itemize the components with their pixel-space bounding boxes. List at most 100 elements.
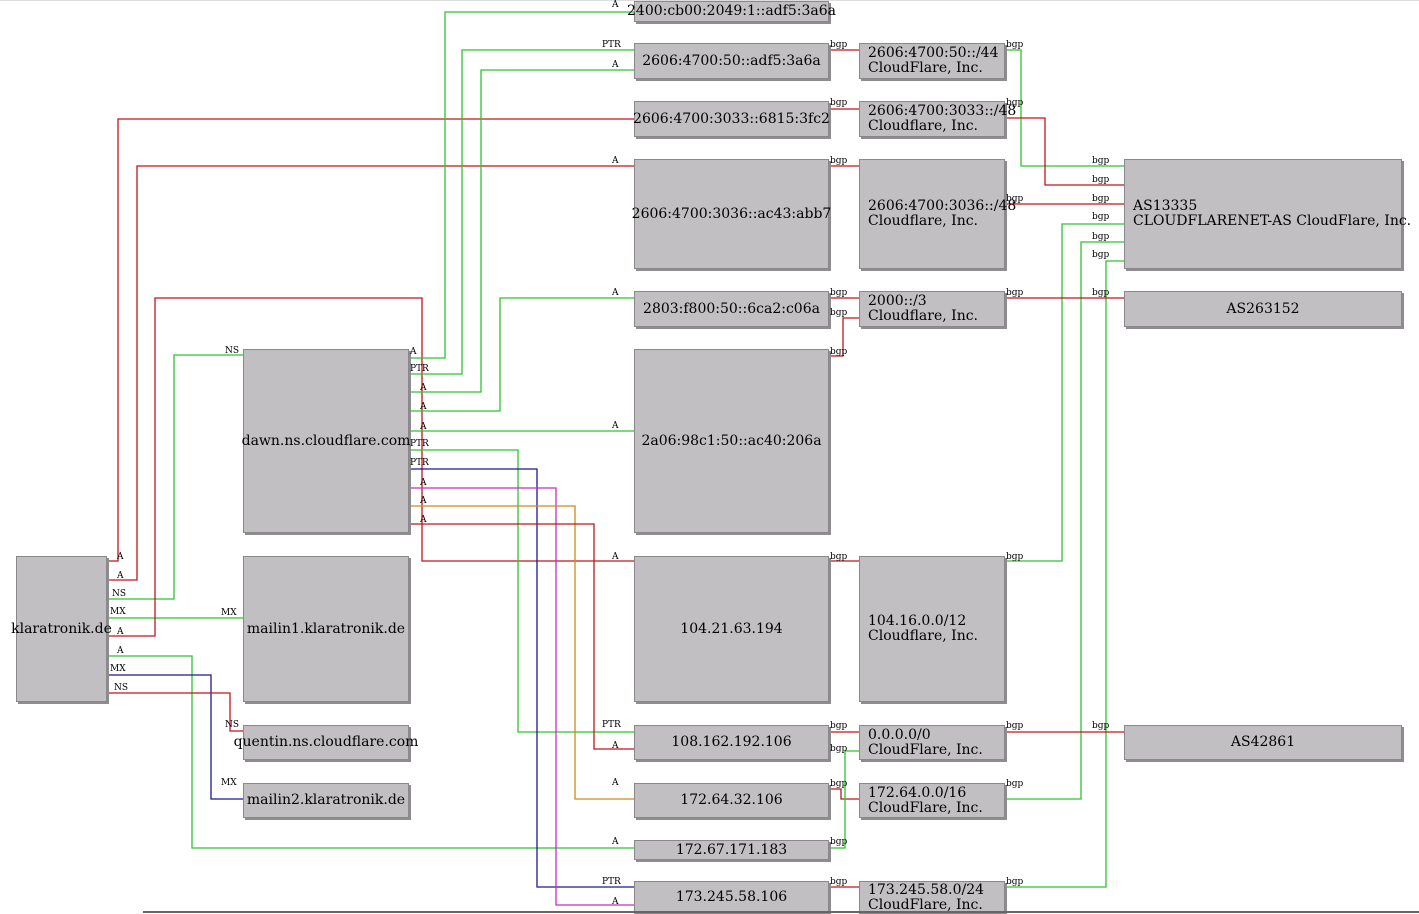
node-ip-2606-3036[interactable]: 2606:4700:3036::ac43:abb7 xyxy=(632,159,831,269)
edge-label: A xyxy=(612,897,619,907)
edge-klaratronik-to-ip-104 xyxy=(107,297,634,637)
node-ip-173[interactable]: 173.245.58.106 xyxy=(634,881,829,914)
edge-label: bgp xyxy=(1092,194,1110,204)
node-ip-172-67[interactable]: 172.67.171.183 xyxy=(634,840,829,860)
node-ip-104[interactable]: 104.21.63.194 xyxy=(634,556,829,702)
edge-label: A xyxy=(420,402,427,412)
node-label: 2606:4700:50::/44 xyxy=(868,45,999,61)
edge-label: NS xyxy=(112,589,127,599)
edge-label: bgp xyxy=(830,721,848,731)
node-text: 2606:4700:50::adf5:3a6a xyxy=(642,52,821,69)
edge-net-172-64-to-as13335 xyxy=(1005,241,1124,800)
edge-label: PTR xyxy=(410,458,429,468)
node-mailin2[interactable]: mailin2.klaratronik.de xyxy=(243,783,409,818)
edge-ip-172-67-to-net-172-64 xyxy=(829,750,859,849)
edge-label: bgp xyxy=(1092,175,1110,185)
edge-label: A xyxy=(612,156,619,166)
node-label: 104.16.0.0/12 xyxy=(868,613,967,629)
edge-label: bgp xyxy=(1092,232,1110,242)
edge-ip-2a06-to-net-2000 xyxy=(829,317,859,357)
edge-label: A xyxy=(410,347,417,357)
node-sublabel: Cloudflare, Inc. xyxy=(868,118,978,134)
node-text: 2a06:98c1:50::ac40:206a xyxy=(641,433,821,449)
node-label: quentin.ns.cloudflare.com xyxy=(233,734,419,750)
node-ip-108[interactable]: 108.162.192.106 xyxy=(634,725,829,760)
edge-label: PTR xyxy=(602,40,621,50)
node-klaratronik[interactable]: klaratronik.de xyxy=(11,556,112,702)
node-quentin[interactable]: quentin.ns.cloudflare.com xyxy=(234,725,418,760)
node-ip-2400[interactable]: 2400:cb00:2049:1::adf5:3a6a xyxy=(627,1,836,22)
node-label: 104.21.63.194 xyxy=(680,620,783,637)
node-ip-2a06[interactable]: 2a06:98c1:50::ac40:206a xyxy=(634,349,829,533)
node-label: 173.245.58.0/24 xyxy=(868,881,985,898)
node-sublabel: Cloudflare, Inc. xyxy=(868,308,978,324)
edge-label: bgp xyxy=(830,877,848,887)
node-text: quentin.ns.cloudflare.com xyxy=(234,735,419,750)
node-as263152[interactable]: AS263152 xyxy=(1124,291,1402,327)
edge-label: MX xyxy=(110,664,126,674)
node-dawn[interactable]: dawn.ns.cloudflare.com xyxy=(242,349,411,533)
node-text: 104.21.63.194 xyxy=(680,620,783,637)
node-ip-2606-3033[interactable]: 2606:4700:3033::6815:3fc2 xyxy=(633,101,830,137)
node-mailin1[interactable]: mailin1.klaratronik.de xyxy=(243,556,409,702)
edge-label: A xyxy=(420,383,427,393)
node-label: 2606:4700:3033::/48 xyxy=(868,103,1017,119)
node-sublabel: Cloudflare, Inc. xyxy=(868,213,978,229)
edge-label: bgp xyxy=(1092,156,1110,166)
node-ip-2606-50[interactable]: 2606:4700:50::adf5:3a6a xyxy=(634,43,829,79)
edge-label: A xyxy=(420,515,427,525)
edge-label: bgp xyxy=(1092,288,1110,298)
edge-net-2606-3033-to-as13335 xyxy=(1005,117,1124,186)
node-text: 108.162.192.106 xyxy=(671,735,791,750)
edge-klaratronik-to-dawn xyxy=(107,354,243,600)
edge-dawn-to-ip-2803 xyxy=(409,297,634,412)
node-label: 173.245.58.106 xyxy=(675,889,788,905)
edge-label: PTR xyxy=(410,364,429,374)
node-text: 172.64.32.106 xyxy=(680,793,782,808)
node-text: dawn.ns.cloudflare.com xyxy=(242,433,411,449)
node-label: AS263152 xyxy=(1226,300,1300,317)
edge-label: bgp xyxy=(1006,552,1024,562)
edge-net-104-to-as13335 xyxy=(1005,223,1124,562)
edge-label: A xyxy=(612,60,619,70)
node-ip-2803[interactable]: 2803:f800:50::6ca2:c06a xyxy=(634,291,829,327)
edge-dawn-to-ip-2606-50 xyxy=(409,69,634,393)
edge-label: MX xyxy=(221,778,237,788)
edge-label: A xyxy=(420,422,427,432)
edge-label: bgp xyxy=(1006,877,1024,887)
edge-label: A xyxy=(420,496,427,506)
edge-label: bgp xyxy=(1006,288,1024,298)
node-sublabel: CloudFlare, Inc. xyxy=(868,799,983,816)
node-ip-172-64[interactable]: 172.64.32.106 xyxy=(634,783,829,818)
edge-label: A xyxy=(612,421,619,431)
edge-label: A xyxy=(612,778,619,788)
edge-dawn-to-ip-2400 xyxy=(409,11,634,359)
node-text: mailin1.klaratronik.de xyxy=(247,621,405,637)
edge-klaratronik-to-ip-2606-3033 xyxy=(107,118,634,562)
edge-dawn-to-ip-172-64 xyxy=(409,505,634,800)
edge-label: bgp xyxy=(830,347,848,357)
node-as42861[interactable]: AS42861 xyxy=(1124,725,1402,760)
node-label: 2606:4700:50::adf5:3a6a xyxy=(642,52,821,69)
edge-label: bgp xyxy=(1006,98,1024,108)
edge-label: bgp xyxy=(1092,212,1110,222)
edge-net-173-to-as13335 xyxy=(1005,260,1124,888)
node-text: 172.67.171.183 xyxy=(676,842,787,858)
node-text: 2606:4700:3033::6815:3fc2 xyxy=(633,111,830,127)
edge-klaratronik-to-mailin2 xyxy=(107,674,243,800)
edge-label: bgp xyxy=(1006,40,1024,50)
